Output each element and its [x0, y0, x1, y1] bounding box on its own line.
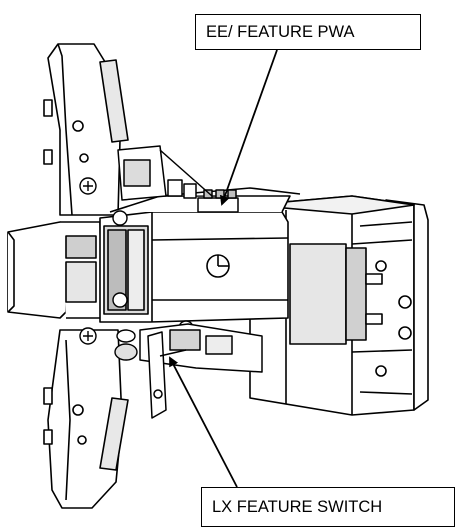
central-housing [99, 187, 301, 323]
hinge-block [7, 221, 103, 319]
pwa-board [117, 145, 239, 213]
mounting-plate [43, 43, 129, 509]
callout-ee-feature-pwa-label: EE/ FEATURE PWA [206, 22, 355, 41]
switch-assembly [139, 323, 263, 419]
leader-line-switch [169, 356, 238, 488]
leader-line-pwa [219, 49, 278, 206]
callout-lx-feature-switch: LX FEATURE SWITCH [201, 487, 455, 527]
callout-ee-feature-pwa: EE/ FEATURE PWA [195, 14, 421, 50]
callout-lx-feature-switch-label: LX FEATURE SWITCH [212, 497, 383, 516]
rear-bracket [249, 195, 429, 416]
